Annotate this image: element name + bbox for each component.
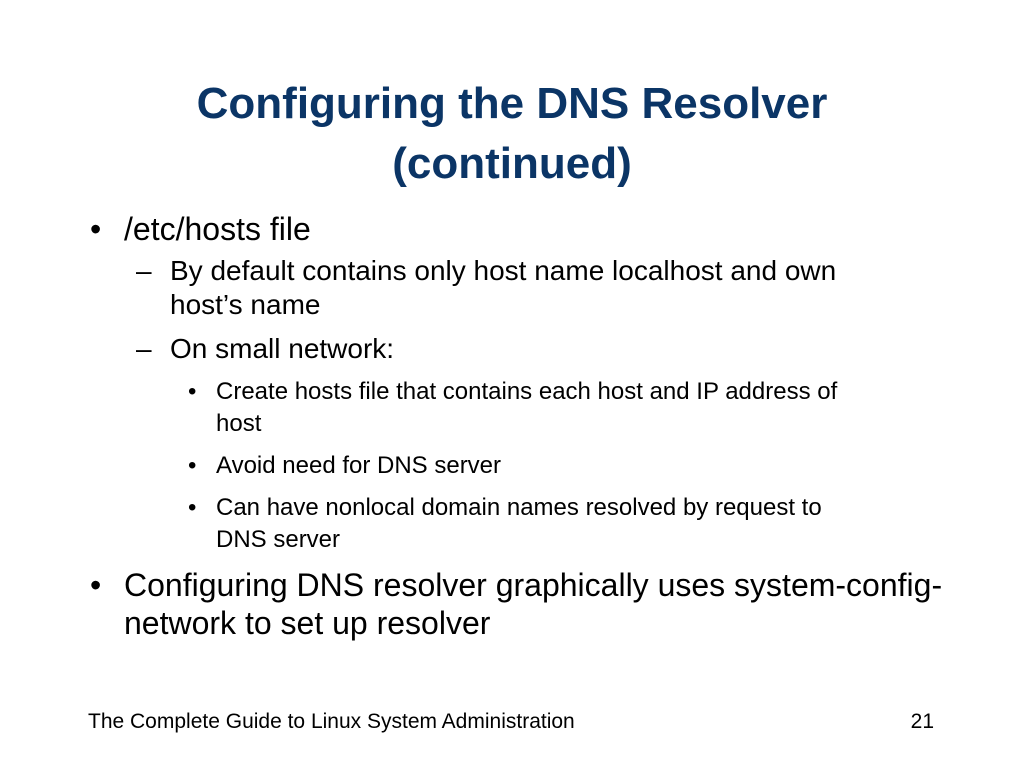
sub-sub-bullet-text: Avoid need for DNS server (216, 452, 502, 479)
sub-bullet-default-contents: – By default contains only host name loc… (136, 254, 890, 322)
bullet-text: Configuring DNS resolver graphically use… (124, 567, 943, 641)
sub-bullet-text: By default contains only host name local… (170, 255, 837, 320)
bullet-icon: • (90, 567, 102, 603)
bullet-icon: • (188, 452, 197, 479)
bullet-etc-hosts: • /etc/hosts file (86, 210, 946, 248)
sub-sub-bullet-nonlocal: • Can have nonlocal domain names resolve… (186, 492, 876, 556)
bullet-icon: • (90, 211, 102, 247)
slide-title: Configuring the DNS Resolver (continued) (60, 74, 964, 194)
dash-icon: – (136, 333, 152, 364)
dash-icon: – (136, 255, 152, 286)
footer-page-number: 21 (910, 710, 934, 733)
sub-sub-bullet-avoid-dns: • Avoid need for DNS server (186, 450, 876, 482)
sub-bullet-text: On small network: (170, 333, 395, 364)
slide-content: • /etc/hosts file – By default contains … (86, 210, 946, 648)
sub-sub-bullet-text: Can have nonlocal domain names resolved … (216, 494, 822, 553)
sub-sub-bullet-create-hosts: • Create hosts file that contains each h… (186, 376, 876, 440)
bullet-icon: • (188, 494, 197, 521)
sub-sub-bullet-text: Create hosts file that contains each hos… (216, 378, 838, 437)
bullet-text: /etc/hosts file (124, 211, 311, 247)
bullet-graphical-config: • Configuring DNS resolver graphically u… (86, 566, 946, 642)
slide-title-line-2: (continued) (392, 139, 632, 188)
bullet-icon: • (188, 378, 197, 405)
slide-title-line-1: Configuring the DNS Resolver (196, 79, 828, 128)
footer-course-title: The Complete Guide to Linux System Admin… (88, 710, 575, 733)
sub-bullet-small-network: – On small network: (136, 332, 890, 366)
